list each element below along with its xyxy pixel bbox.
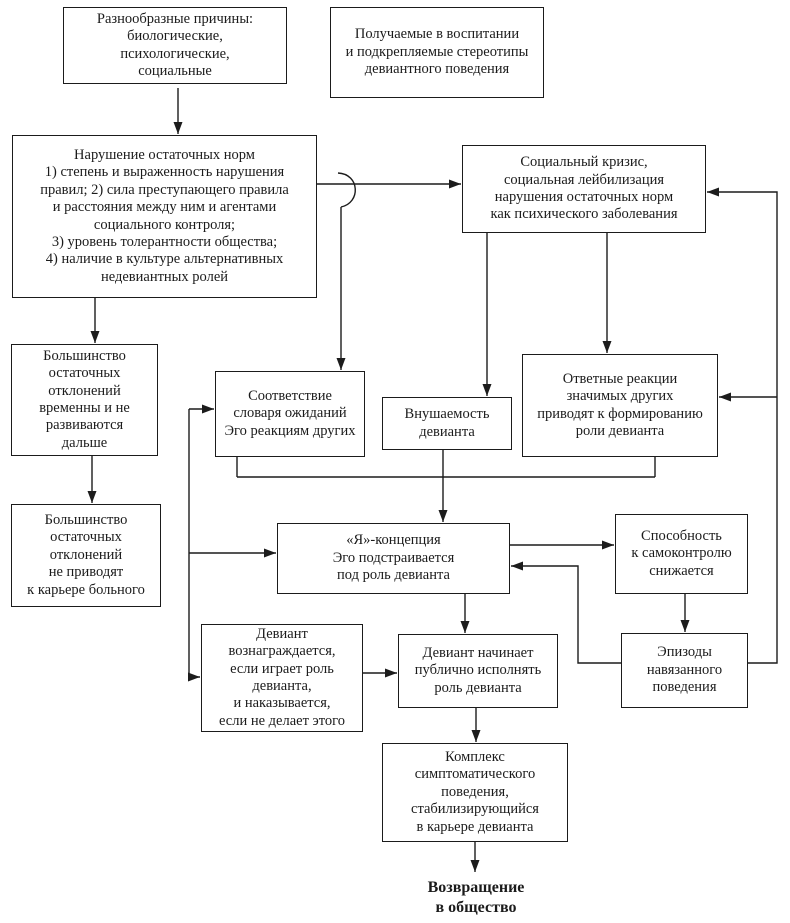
node-symptomatic-behavior-complex: Комплекс симптоматического поведения, ст… [382, 743, 568, 842]
node-self-concept-label: «Я»-концепция Эго подстраивается под рол… [332, 532, 455, 584]
node-vocabulary-correspondence: Соответствие словаря ожиданий Эго реакци… [215, 371, 365, 457]
node-significant-others-reactions-label: Ответные реакции значимых других приводя… [537, 370, 703, 439]
node-majority-temporary: Большинство остаточных отклонений времен… [11, 344, 158, 456]
node-various-causes: Разнообразные причины: биологические, пс… [63, 7, 287, 84]
edge-left-bus-to-reward [188, 409, 200, 682]
node-self-concept: «Я»-концепция Эго подстраивается под рол… [277, 523, 510, 594]
label-return-to-society: Возвращение в общество [427, 879, 525, 916]
line-hop-arc [337, 172, 356, 208]
node-majority-no-patient-career-label: Большинство остаточных отклонений не при… [27, 512, 145, 598]
node-deviant-suggestibility: Внушаемость девианта [382, 397, 512, 450]
node-significant-others-reactions: Ответные реакции значимых других приводя… [522, 354, 718, 457]
node-various-causes-label: Разнообразные причины: биологические, пс… [96, 10, 254, 79]
node-majority-no-patient-career: Большинство остаточных отклонений не при… [11, 504, 161, 607]
node-reward-punishment-label: Девиант вознаграждается, если играет рол… [218, 625, 345, 729]
node-residual-norm-violation: Нарушение остаточных норм 1) степень и в… [12, 135, 317, 298]
edge-episodes-to-self-concept [511, 561, 621, 664]
node-imposed-behavior-episodes: Эпизоды навязанного поведения [621, 633, 748, 708]
node-inherited-stereotypes: Получаемые в воспитании и подкрепляемые … [330, 7, 544, 98]
node-public-deviant-role: Девиант начинает публично исполнять роль… [398, 634, 558, 708]
node-public-deviant-role-label: Девиант начинает публично исполнять роль… [414, 644, 542, 696]
node-imposed-behavior-episodes-label: Эпизоды навязанного поведения [646, 644, 723, 696]
node-symptomatic-behavior-complex-label: Комплекс симптоматического поведения, ст… [411, 749, 539, 835]
node-social-crisis: Социальный кризис, социальная лейбилизац… [462, 145, 706, 233]
node-inherited-stereotypes-label: Получаемые в воспитании и подкрепляемые … [345, 26, 529, 78]
node-residual-norm-violation-label: Нарушение остаточных норм 1) степень и в… [40, 146, 289, 285]
node-reward-punishment: Девиант вознаграждается, если играет рол… [201, 624, 363, 732]
node-vocabulary-correspondence-label: Соответствие словаря ожиданий Эго реакци… [224, 387, 356, 439]
node-social-crisis-label: Социальный кризис, социальная лейбилизац… [490, 154, 678, 223]
edge-episodes-to-crisis-feedback [707, 187, 778, 664]
node-self-control-decrease: Способность к самоконтролю снижается [615, 514, 748, 594]
node-deviant-suggestibility-label: Внушаемость девианта [404, 406, 490, 440]
node-self-control-decrease-label: Способность к самоконтролю снижается [631, 527, 732, 579]
node-majority-temporary-label: Большинство остаточных отклонений времен… [39, 347, 130, 451]
